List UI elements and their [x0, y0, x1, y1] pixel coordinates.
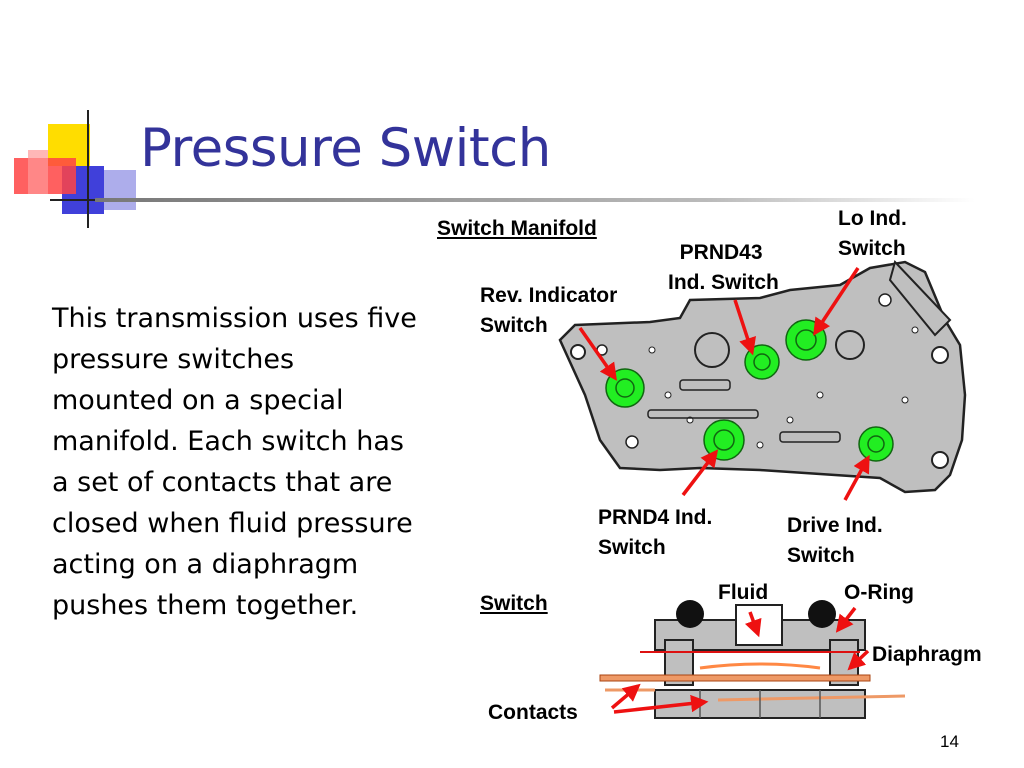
- diaphragm-label: Diaphragm: [872, 643, 982, 666]
- title-decoration: [14, 110, 140, 228]
- section-arrows: [610, 606, 870, 714]
- fluid-label: Fluid: [718, 581, 769, 604]
- title-underline: [95, 198, 975, 202]
- contacts-label: Contacts: [488, 701, 578, 724]
- pointer-arrows: [578, 267, 870, 501]
- page-number: 14: [940, 732, 959, 751]
- oring-label: O-Ring: [844, 581, 914, 604]
- slide-title: Pressure Switch: [140, 118, 551, 179]
- prnd4-switch-label: PRND4 Ind. Switch: [598, 506, 713, 559]
- rev-switch-label: Rev. Indicator Switch: [480, 284, 618, 337]
- prnd43-switch-label: PRND43 Ind. Switch: [668, 241, 779, 294]
- switch-heading: Switch: [480, 592, 548, 615]
- manifold-heading: Switch Manifold: [437, 217, 597, 240]
- lo-switch-label: Lo Ind. Switch: [838, 207, 907, 260]
- body-paragraph: This transmission uses five pressure swi…: [52, 303, 417, 621]
- drive-switch-label: Drive Ind. Switch: [787, 514, 883, 567]
- switch-cross-section: [599, 600, 906, 719]
